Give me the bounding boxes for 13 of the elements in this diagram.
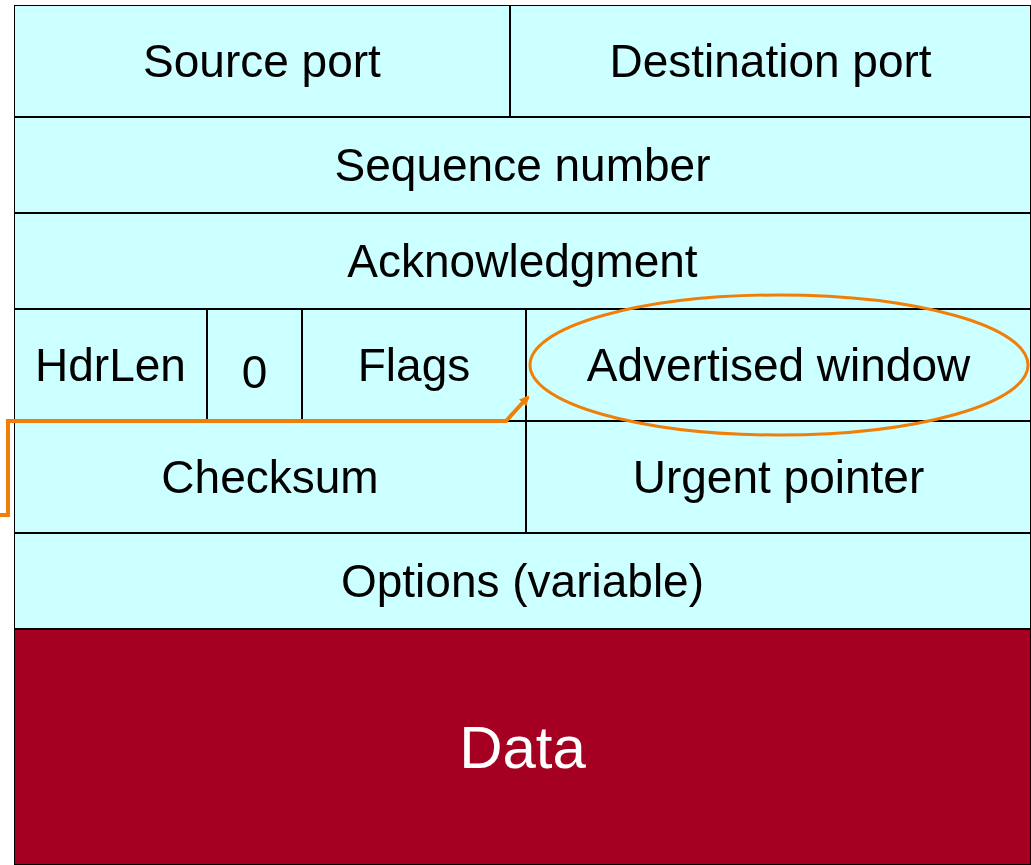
arrow [0, 395, 530, 517]
header-field: Flags [302, 309, 526, 421]
header-field: Advertised window [526, 309, 1031, 421]
header-field: HdrLen [14, 309, 207, 421]
header-field: Urgent pointer [526, 421, 1031, 533]
header-field: Acknowledgment [14, 213, 1031, 309]
header-field: Options (variable) [14, 533, 1031, 629]
header-field: 0 [207, 309, 302, 421]
header-field: Source port [14, 5, 510, 117]
header-field: Destination port [510, 5, 1031, 117]
header-field: Checksum [14, 421, 526, 533]
payload-field: Data [14, 629, 1031, 865]
header-field: Sequence number [14, 117, 1031, 213]
